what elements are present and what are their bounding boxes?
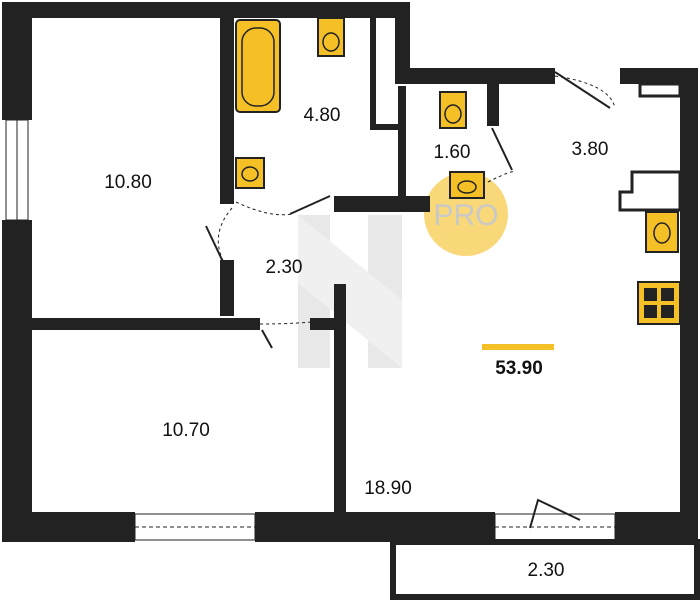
watermark-logo xyxy=(298,215,402,368)
door-toilet xyxy=(491,127,513,171)
pro-badge-text: PRO xyxy=(433,199,498,232)
balcony-area: 2.30 xyxy=(528,560,565,581)
total-area-bar xyxy=(482,344,554,350)
sink-bath-icon xyxy=(235,157,265,189)
toilet-bath-icon xyxy=(317,17,345,57)
total-area: 53.90 xyxy=(495,358,543,379)
kitchen-area: 3.80 xyxy=(572,139,609,160)
room-lower-left-area: 10.70 xyxy=(162,420,210,441)
bathroom-area: 4.80 xyxy=(304,105,341,126)
sink-kitchen-icon xyxy=(645,211,679,253)
door-bath xyxy=(289,195,331,215)
sink-toilet-icon xyxy=(449,171,485,199)
pro-badge: PRO xyxy=(424,172,508,256)
walls xyxy=(2,2,698,542)
balcony-outline xyxy=(390,539,700,600)
room-upper-left-area: 10.80 xyxy=(104,172,152,193)
pro-badge-circle xyxy=(424,172,508,256)
door-room-lower-left xyxy=(261,329,273,349)
windows xyxy=(5,119,616,541)
toilet-area: 1.60 xyxy=(434,142,471,163)
door-balcony xyxy=(529,498,581,529)
living-room-area: 18.90 xyxy=(364,478,412,499)
toilet-icon xyxy=(439,91,467,129)
door-room-upper-left xyxy=(205,225,225,265)
fixtures xyxy=(235,17,681,325)
stove-icon xyxy=(637,281,681,325)
wall-top-left xyxy=(2,2,410,18)
doors xyxy=(205,71,616,529)
door-entrance xyxy=(554,71,611,109)
corridor-area: 2.30 xyxy=(266,257,303,278)
